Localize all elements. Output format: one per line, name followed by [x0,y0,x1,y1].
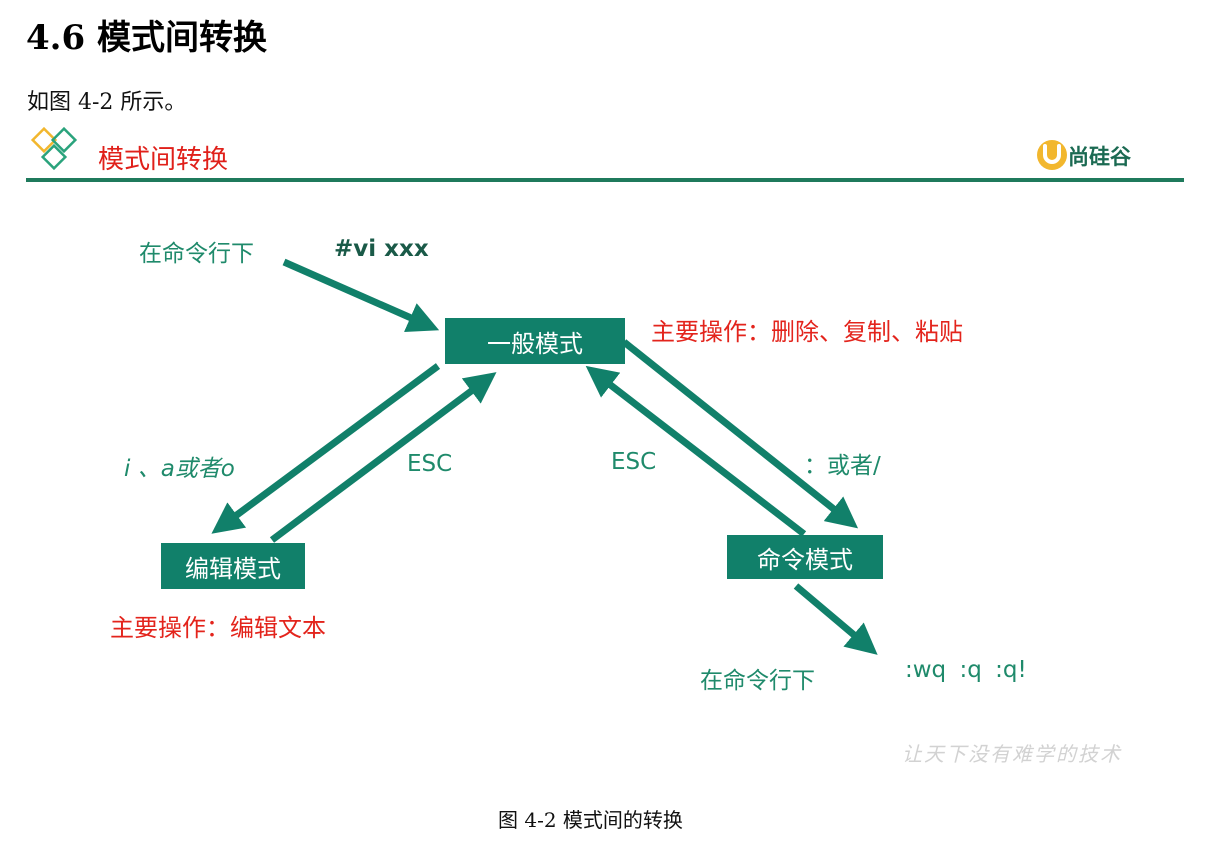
arrow-normal-to-command [621,339,859,529]
normal-mode-label: 一般模式 [487,329,583,358]
slide-title: 模式间转换 [98,145,229,175]
start-prompt: 在命令行下 [139,241,254,267]
normal-mode-operations: 主要操作：删除、复制、粘贴 [651,318,963,346]
arrow-command-to-normal [585,365,807,537]
arrow-edit-to-normal [269,372,497,543]
brand-name: 尚硅谷 [1068,145,1131,169]
start-command: #vi xxx [334,236,429,262]
exit-commands: :wq :q :q! [905,657,1027,683]
command-mode-box: 命令模式 [727,535,883,579]
diamond-logo-icon [30,126,78,171]
intro-text: 如图 4-2 所示。 [27,90,187,115]
watermark: 让天下没有难学的技术 [902,742,1122,766]
edit-mode-box: 编辑模式 [161,543,305,589]
esc-label-left: ESC [407,451,453,477]
command-mode-label: 命令模式 [757,545,853,574]
edit-mode-label: 编辑模式 [185,554,281,583]
arrow-normal-to-edit [211,363,441,534]
arrow-command-to-exit [793,583,878,655]
figure-caption: 图 4-2 模式间的转换 [498,808,683,832]
to-edit-keys: i 、a或者o [124,456,235,482]
header-divider [26,178,1184,182]
esc-label-right: ESC [611,449,657,475]
section-heading: 4.6 模式间转换 [26,18,267,58]
normal-mode-box: 一般模式 [445,318,625,364]
arrow-start-to-normal [282,258,440,333]
edit-mode-operations: 主要操作：编辑文本 [110,614,326,642]
to-command-keys: ：或者/ [804,453,881,479]
exit-prompt: 在命令行下 [700,668,815,694]
brand-logo-icon [1037,140,1067,170]
